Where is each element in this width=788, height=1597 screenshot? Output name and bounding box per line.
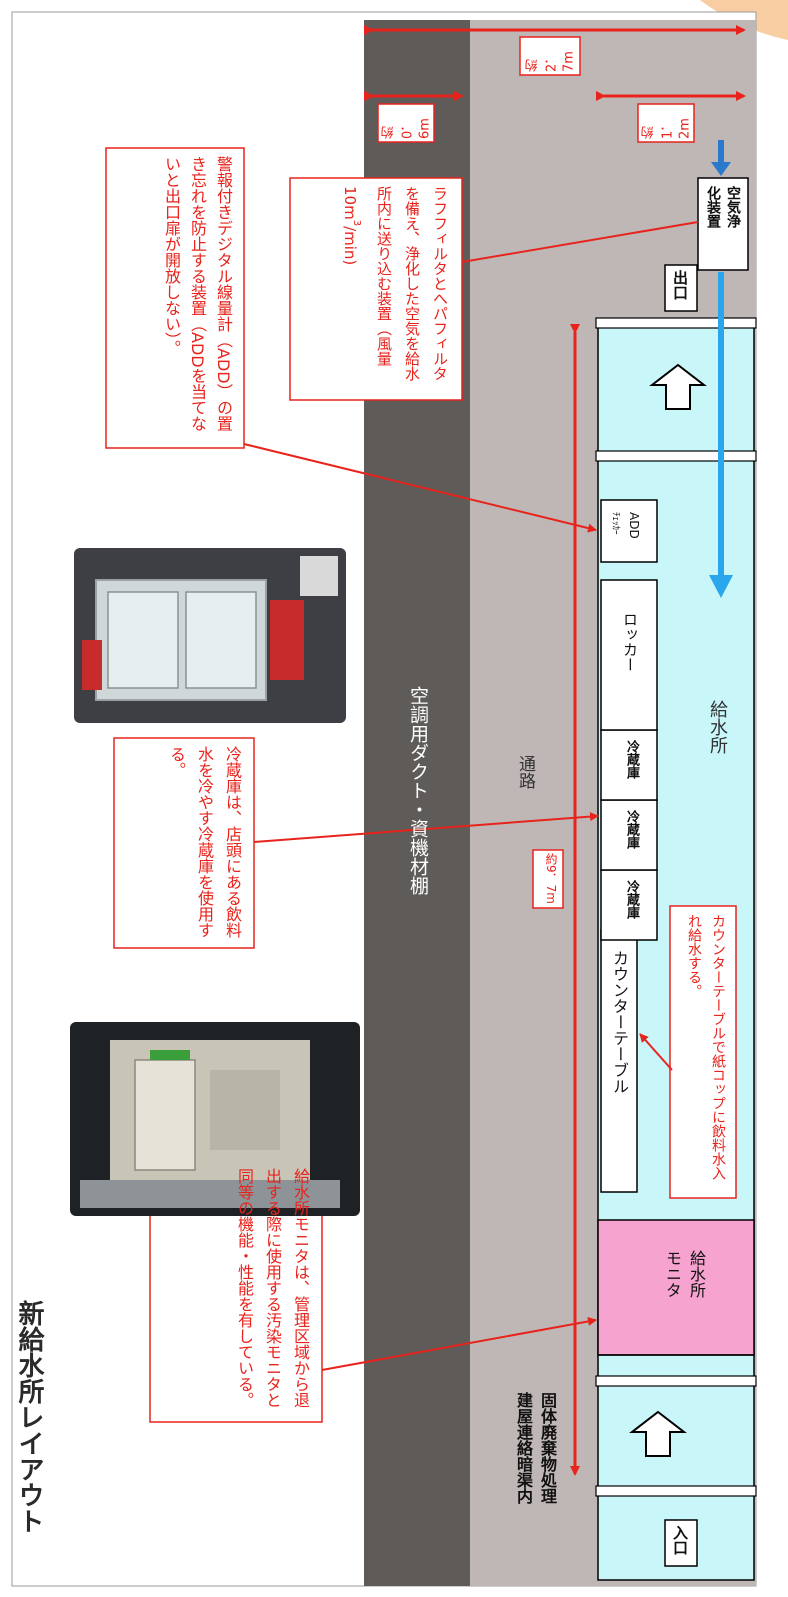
callout-add-text: 警報付きデジタル線量計（ADD）の置き忘れを防止する装置（ADDを当てないと出口… <box>162 156 233 432</box>
locker <box>600 579 658 731</box>
counter-table <box>600 929 638 1193</box>
fridge-3 <box>600 729 658 801</box>
dim-box-total <box>519 36 581 76</box>
callout-monitor-text: 給水所モニタは、管理区域から退出する際に使用する汚染モニタと同等の機能・性能を有… <box>235 1168 310 1408</box>
exit-label: 出口 <box>671 270 689 300</box>
door-bar <box>595 1375 757 1387</box>
counter-label: カウンターテーブル <box>610 950 629 1094</box>
door-bar <box>595 1485 757 1497</box>
door-bar <box>595 317 757 329</box>
monitor-zone <box>597 1219 755 1356</box>
fridge-3-label: 冷蔵庫 <box>624 740 639 779</box>
leader-line <box>461 221 699 263</box>
add-checker-top-label: ADD <box>627 512 641 539</box>
fridge-1 <box>600 869 658 941</box>
dim-room-label: 約1．2m <box>641 117 693 139</box>
air-purifier <box>697 177 749 271</box>
fridge-2 <box>600 799 658 871</box>
leader-line <box>639 1033 673 1071</box>
add-checker <box>600 499 658 563</box>
monitor-label: 給水所 モニタ <box>663 1250 706 1298</box>
dim-box-duct <box>377 103 435 143</box>
photo-refrigerator <box>74 548 346 723</box>
hollow-arrow-icon <box>649 363 707 410</box>
leader-line <box>253 812 599 843</box>
passage-label: 通路 <box>515 755 535 789</box>
callout-air-main: ラフフィルタとへパフィルタを備え、浄化した空気を給水所内に送り込む装置 <box>375 186 449 381</box>
callout-air-flow-a: （風量10m <box>341 186 393 366</box>
dim-length-label: 約9．7m <box>544 853 558 904</box>
page-title: 新給水所レイアウト <box>14 1300 44 1534</box>
add-checker-bottom-label: ﾁｪｯｶｰ <box>610 512 620 535</box>
callout-counter-text: カウンターテーブルで紙コップに飲料水入れ給水する。 <box>686 914 726 1180</box>
hollow-arrow-icon <box>629 1410 687 1457</box>
supply-label: 給水所 <box>707 700 728 754</box>
callout-counter-box <box>669 905 737 1199</box>
callout-air-flow-b: /min) <box>341 226 359 266</box>
fridge-1-label: 冷蔵庫 <box>624 880 639 919</box>
leader-line <box>243 443 597 533</box>
callout-fridge-text: 冷蔵庫は、店頭にある飲料水を冷やす冷蔵庫を使用する。 <box>167 746 242 938</box>
dim-box-length <box>532 849 564 909</box>
blue-flow-arrow-icon <box>709 575 733 598</box>
callout-air-flow-sup: 3 <box>351 219 362 227</box>
door-bar <box>595 450 757 462</box>
location-label: 固体廃棄物処理 建屋連絡暗渠内 <box>514 1392 557 1504</box>
callout-air-box <box>289 177 463 401</box>
fridge-2-label: 冷蔵庫 <box>624 810 639 849</box>
entrance-label: 入口 <box>671 1525 689 1555</box>
callout-add-box <box>105 147 245 449</box>
photo-monitor <box>70 1022 360 1216</box>
dim-duct-label: 約0．6m <box>381 117 433 139</box>
exit-box <box>664 264 698 312</box>
entrance-box <box>664 1519 698 1567</box>
locker-label: ロッカー <box>621 612 639 672</box>
dim-box-room <box>637 103 695 143</box>
blue-flow-arrow-icon <box>711 162 731 176</box>
callout-fridge-box <box>113 737 255 949</box>
air-purifier-label: 空気浄 化装置 <box>705 186 741 228</box>
duct-label: 空調用ダクト・資機材棚 <box>407 685 429 895</box>
leader-line <box>321 1317 597 1371</box>
dim-total-label: 約2．7m <box>525 50 577 72</box>
callout-air-text: ラフフィルタとへパフィルタを備え、浄化した空気を給水所内に送り込む装置（風量10… <box>298 186 454 392</box>
